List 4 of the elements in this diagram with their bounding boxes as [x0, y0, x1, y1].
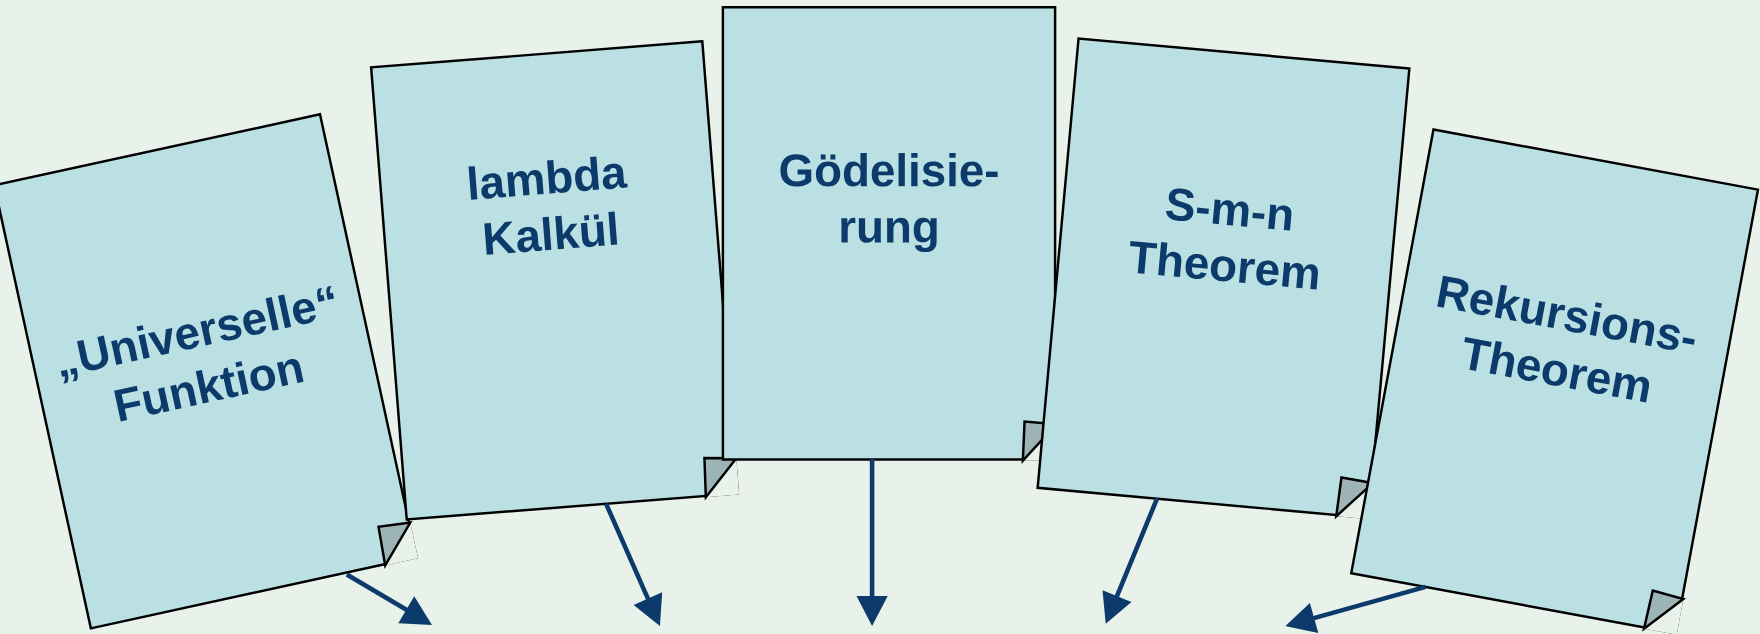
page: S-m-n Theorem — [1036, 37, 1411, 520]
node-label: Rekursions- Theorem — [1437, 275, 1695, 403]
page: Rekursions- Theorem — [1349, 128, 1760, 634]
page: lambda Kalkül — [369, 40, 740, 521]
